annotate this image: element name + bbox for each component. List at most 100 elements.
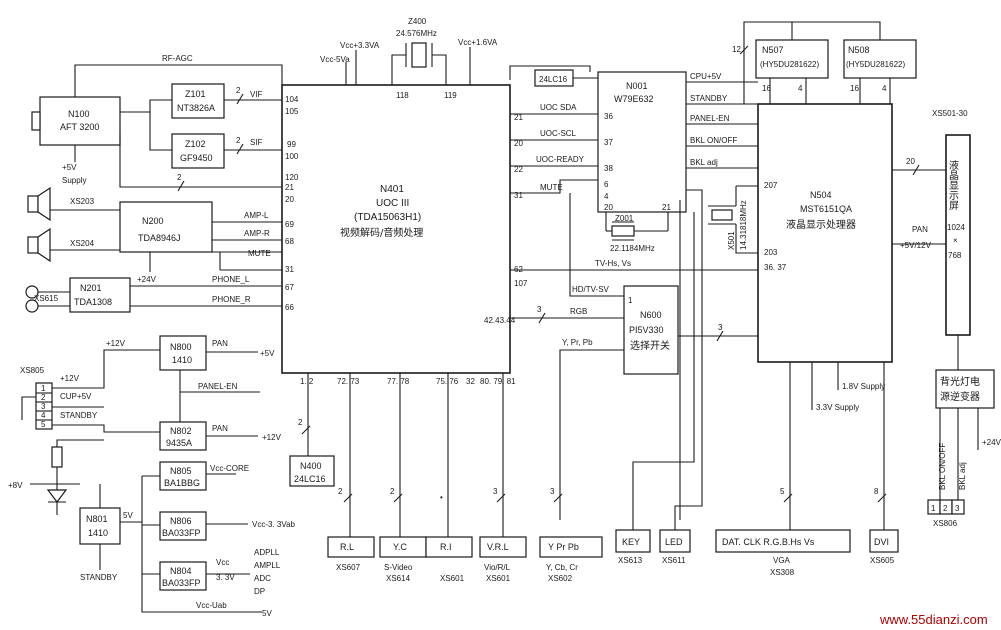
lcd-line2: 1024: [947, 223, 965, 232]
mute-b-label: MUTE: [540, 183, 563, 192]
pin-66: 66: [285, 303, 294, 312]
z400-label: Z400: [408, 17, 427, 26]
n804-label: N804: [170, 566, 192, 576]
lcd-line1: 液晶显示屏: [947, 159, 959, 211]
pin-118: 118: [396, 91, 409, 100]
n001-sub: W79E632: [614, 94, 654, 104]
pin-r20: 20: [514, 139, 523, 148]
ddr-n507: N507 (HY5DU281622): [755, 39, 829, 79]
n806-label: N806: [170, 516, 192, 526]
uoc-scl-label: UOC-SCL: [540, 129, 577, 138]
pin-69: 69: [285, 220, 294, 229]
n805-label: N805: [170, 466, 192, 476]
amp-24v-label: +24V: [137, 275, 157, 284]
connector-key: KEY XS613: [615, 529, 651, 565]
n800-sub: 1410: [172, 355, 192, 365]
xs805-pin2: 2: [41, 393, 46, 402]
x501-sub: 14.31818MHz: [739, 200, 748, 250]
bus-n507-ctrl: 4: [798, 84, 803, 93]
pin-q207: 207: [764, 181, 778, 190]
crystal-z001: Z001 22.1184MHz: [605, 212, 669, 253]
n802-label: N802: [170, 426, 192, 436]
n201-label: N201: [80, 283, 102, 293]
phone-r-label: PHONE_R: [212, 295, 251, 304]
pin-32: 32: [466, 377, 475, 386]
reg-n805: N805 BA1BBG: [159, 461, 207, 491]
led-name: XS611: [662, 556, 686, 565]
vif-label: VIF: [250, 90, 263, 99]
key-name: XS613: [618, 556, 643, 565]
sif-label: SIF: [250, 138, 263, 147]
n401-line3: (TDA15063H1): [354, 212, 421, 223]
pin-99: 99: [287, 140, 296, 149]
n201-sub: TDA1308: [74, 297, 112, 307]
z102-sub: GF9450: [180, 153, 213, 163]
pin-q203: 203: [764, 248, 778, 257]
rf-agc-label: RF-AGC: [162, 54, 193, 63]
panel-en-b-label: PANEL-EN: [690, 114, 730, 123]
connector-xs805: 1 2 3 4 5: [35, 382, 53, 430]
connector-dvi: DVI XS605: [869, 529, 899, 565]
standby-c-label: STANDBY: [690, 94, 728, 103]
ddr-n508: N508 (HY5DU281622): [843, 39, 917, 79]
n805-sub: BA1BBG: [164, 478, 200, 488]
pin-r107: 107: [514, 279, 528, 288]
inv-line1: 背光灯电: [940, 375, 980, 388]
amp-n200: N200 TDA8946J: [119, 201, 213, 253]
reg-n804: N804 BA033FP: [159, 561, 207, 591]
xs204-label: XS204: [70, 239, 95, 248]
pin-120: 120: [285, 173, 299, 182]
n600-line2: PI5V330: [629, 325, 664, 335]
bus-n508-data: 16: [850, 84, 859, 93]
hp-amp-n201: N201 TDA1308: [69, 277, 131, 313]
n401-line4: 视频解码/音频处理: [340, 226, 423, 239]
pin-n20: 20: [604, 203, 613, 212]
pin-n21: 21: [662, 203, 671, 212]
reg-n806: N806 BA033FP: [159, 511, 207, 541]
bus-ddr-count: 12: [732, 45, 741, 54]
pin-77-78: 77. 78: [387, 377, 410, 386]
n507-label: N507: [762, 45, 784, 55]
uoc-sda-label: UOC SDA: [540, 103, 577, 112]
n401-label: N401: [380, 184, 404, 195]
cup5v-label: CUP+5V: [60, 392, 92, 401]
phone-l-label: PHONE_L: [212, 275, 250, 284]
xs806-pin3: 3: [955, 504, 960, 513]
bus-vrl-count: 3: [493, 487, 498, 496]
n801-label: N801: [86, 514, 108, 524]
vrl-box: V.R.L: [487, 542, 509, 552]
n507-sub: (HY5DU281622): [760, 60, 819, 69]
xs203-label: XS203: [70, 197, 95, 206]
xs805-pin5: 5: [41, 420, 46, 429]
xs806-pin2: 2: [943, 504, 948, 513]
p5v-c-label: 5V: [262, 609, 272, 618]
mute-label: MUTE: [248, 249, 271, 258]
dvi-box: DVI: [874, 537, 889, 547]
uoc-ready-label: UOC-READY: [536, 155, 585, 164]
xs805-pin1: 1: [41, 384, 46, 393]
p12v-a-label: +12V: [60, 374, 80, 383]
n800-label: N800: [170, 342, 192, 352]
zener-diode-icon: [46, 489, 68, 503]
connector-xs806: 1 2 3: [927, 499, 965, 515]
xs806-label: XS806: [933, 519, 958, 528]
yc-name2: XS614: [386, 574, 411, 583]
n806-sub: BA033FP: [162, 528, 201, 538]
pin-105: 105: [285, 107, 299, 116]
pin-20: 20: [285, 195, 294, 204]
bus-i2c-count: 2: [177, 173, 182, 182]
pin-119: 119: [444, 91, 457, 100]
pin-r21: 21: [514, 113, 523, 122]
vga-box: DAT. CLK R.G.B.Hs Vs: [722, 537, 815, 547]
adc-label: ADC: [254, 574, 271, 583]
pan-b-label: PAN: [212, 424, 228, 433]
vcc-core-label: Vcc-CORE: [210, 464, 249, 473]
tuner-n100: N100 AFT 3200: [31, 96, 121, 146]
bus-ri-dot: •: [440, 493, 443, 502]
vcc33v-label: 3. 3V: [216, 573, 235, 582]
ampll-label: AMPLL: [254, 561, 281, 570]
connector-ri: R.I XS601: [425, 536, 473, 583]
ypp-box: Y Pr Pb: [548, 542, 579, 552]
pin-100: 100: [285, 152, 299, 161]
reg-n800: N800 1410: [159, 335, 207, 371]
